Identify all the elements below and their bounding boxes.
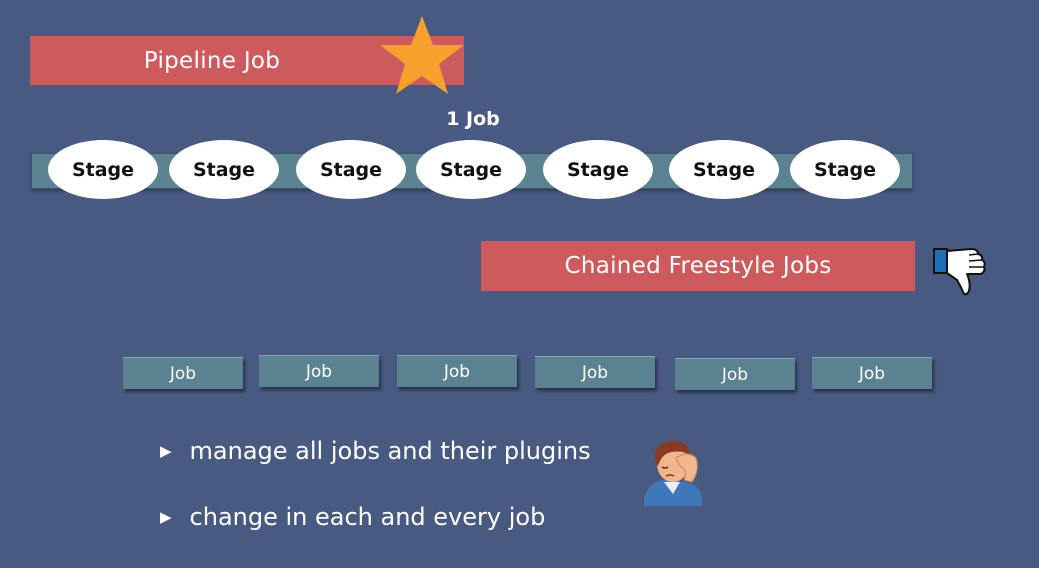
stage-ellipse: Stage xyxy=(790,140,900,199)
stage-ellipse: Stage xyxy=(543,140,653,199)
job-box: Job xyxy=(812,357,932,389)
stage-ellipse: Stage xyxy=(48,140,158,199)
chained-freestyle-jobs-title: Chained Freestyle Jobs xyxy=(564,253,832,279)
pipeline-job-banner: Pipeline Job xyxy=(30,36,464,85)
job-box: Job xyxy=(535,356,655,388)
stage-ellipse: Stage xyxy=(669,140,779,199)
stage-ellipse: Stage xyxy=(296,140,406,199)
frustrated-person-icon xyxy=(644,441,702,506)
bullet-item: ▶ change in each and every job xyxy=(160,503,545,531)
star-icon xyxy=(380,16,464,94)
one-job-label: 1 Job xyxy=(446,108,500,130)
triangle-right-icon: ▶ xyxy=(160,508,172,526)
bullet-text: change in each and every job xyxy=(189,503,546,531)
pipeline-job-title: Pipeline Job xyxy=(143,47,281,74)
job-box: Job xyxy=(397,355,517,387)
job-box: Job xyxy=(259,355,379,387)
bullet-text: manage all jobs and their plugins xyxy=(189,437,591,465)
stage-ellipse: Stage xyxy=(169,140,279,199)
bullet-item: ▶ manage all jobs and their plugins xyxy=(160,437,591,465)
thumbs-down-icon xyxy=(933,248,986,296)
job-box: Job xyxy=(675,358,795,390)
triangle-right-icon: ▶ xyxy=(160,442,172,460)
stage-ellipse: Stage xyxy=(416,140,526,199)
job-box: Job xyxy=(123,357,243,389)
chained-freestyle-jobs-banner: Chained Freestyle Jobs xyxy=(481,241,915,291)
